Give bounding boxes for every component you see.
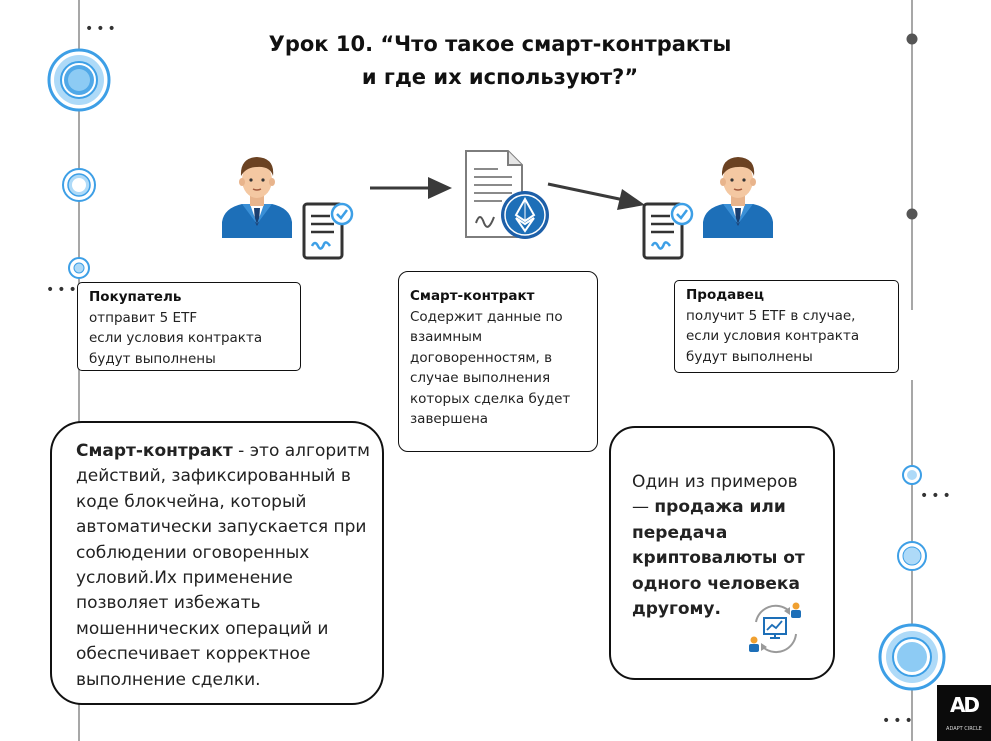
crypto-exchange-icon [749, 602, 801, 654]
example-line-2: — продажа или [632, 495, 833, 520]
definition-line: условий.Их применение [76, 568, 293, 589]
definition-first-line: Смарт-контракт - это алгоритм [76, 439, 382, 464]
decor-dots: ••• [882, 713, 916, 729]
example-box: Один из примеров — продажа или передача … [609, 426, 835, 680]
definition-line: соблюдении оговоренных [76, 542, 310, 563]
title-line-2: и где их используют?” [361, 65, 639, 89]
ethereum-contract-icon [465, 150, 549, 239]
decor-dots: ••• [920, 488, 954, 504]
seller-line: получит 5 ETF в случае, [686, 307, 856, 324]
brand-logo: AD ADAPT CIRCLE [937, 685, 991, 741]
lesson-title: Урок 10. “Что такое смарт-контракты и гд… [230, 28, 770, 94]
definition-line: выполнение сделки. [76, 669, 261, 690]
contract-heading: Смарт-контракт [410, 288, 535, 304]
seller-box: Продавец получит 5 ETF в случае, если ус… [674, 280, 899, 373]
seller-line: если условия контракта [686, 328, 860, 344]
contract-box: Смарт-контракт Содержит данные по взаимн… [398, 271, 598, 452]
contract-line: завершена [410, 411, 489, 427]
buyer-line: будут выполнены [89, 350, 216, 367]
buyer-line: если условия контракта [89, 330, 263, 346]
document-check-icon [642, 202, 694, 260]
definition-line: действий, зафиксированный в [76, 466, 351, 487]
definition-line: коде блокчейна, который [76, 491, 307, 512]
seller-heading: Продавец [686, 287, 764, 303]
logo-caption: ADAPT CIRCLE [946, 726, 982, 732]
logo-mark: AD [949, 693, 980, 717]
seller-line: будут выполнены [686, 348, 813, 365]
definition-term: Смарт-контракт [76, 441, 233, 461]
definition-line: позволяет избежать [76, 593, 261, 614]
buyer-line: отправит 5 ETF [89, 309, 198, 326]
example-bold: продажа или [654, 497, 786, 518]
definition-line: автоматически запускается при [76, 517, 367, 538]
definition-line: обеспечивает корректное [76, 644, 311, 665]
contract-line: договоренностям, в [410, 349, 553, 366]
example-bold-line: передача [632, 522, 728, 543]
contract-line: Содержит данные по [410, 308, 563, 325]
contract-line: случае выполнения [410, 370, 551, 386]
seller-person-icon [703, 157, 773, 238]
example-dash: — [632, 497, 655, 518]
example-bold-line: другому. [632, 599, 721, 620]
decor-dots: ••• [46, 282, 80, 298]
example-line-1: Один из примеров [632, 472, 798, 492]
contract-line: которых сделка будет [410, 390, 571, 407]
definition-line: мошеннических операций и [76, 618, 329, 639]
example-bold-line: криптовалюты от [632, 548, 805, 569]
example-bold-line: одного человека [632, 573, 800, 594]
definition-first-rest: - это алгоритм [232, 441, 370, 461]
buyer-box: Покупатель отправит 5 ETF если условия к… [77, 282, 301, 371]
decor-dots: ••• [85, 21, 119, 37]
contract-line: взаимным [410, 329, 483, 345]
document-check-icon [302, 202, 354, 260]
definition-box: Смарт-контракт - это алгоритм действий, … [50, 421, 384, 705]
buyer-heading: Покупатель [89, 289, 182, 305]
buyer-person-icon [222, 157, 292, 238]
title-line-1: Урок 10. “Что такое смарт-контракты [268, 32, 732, 56]
